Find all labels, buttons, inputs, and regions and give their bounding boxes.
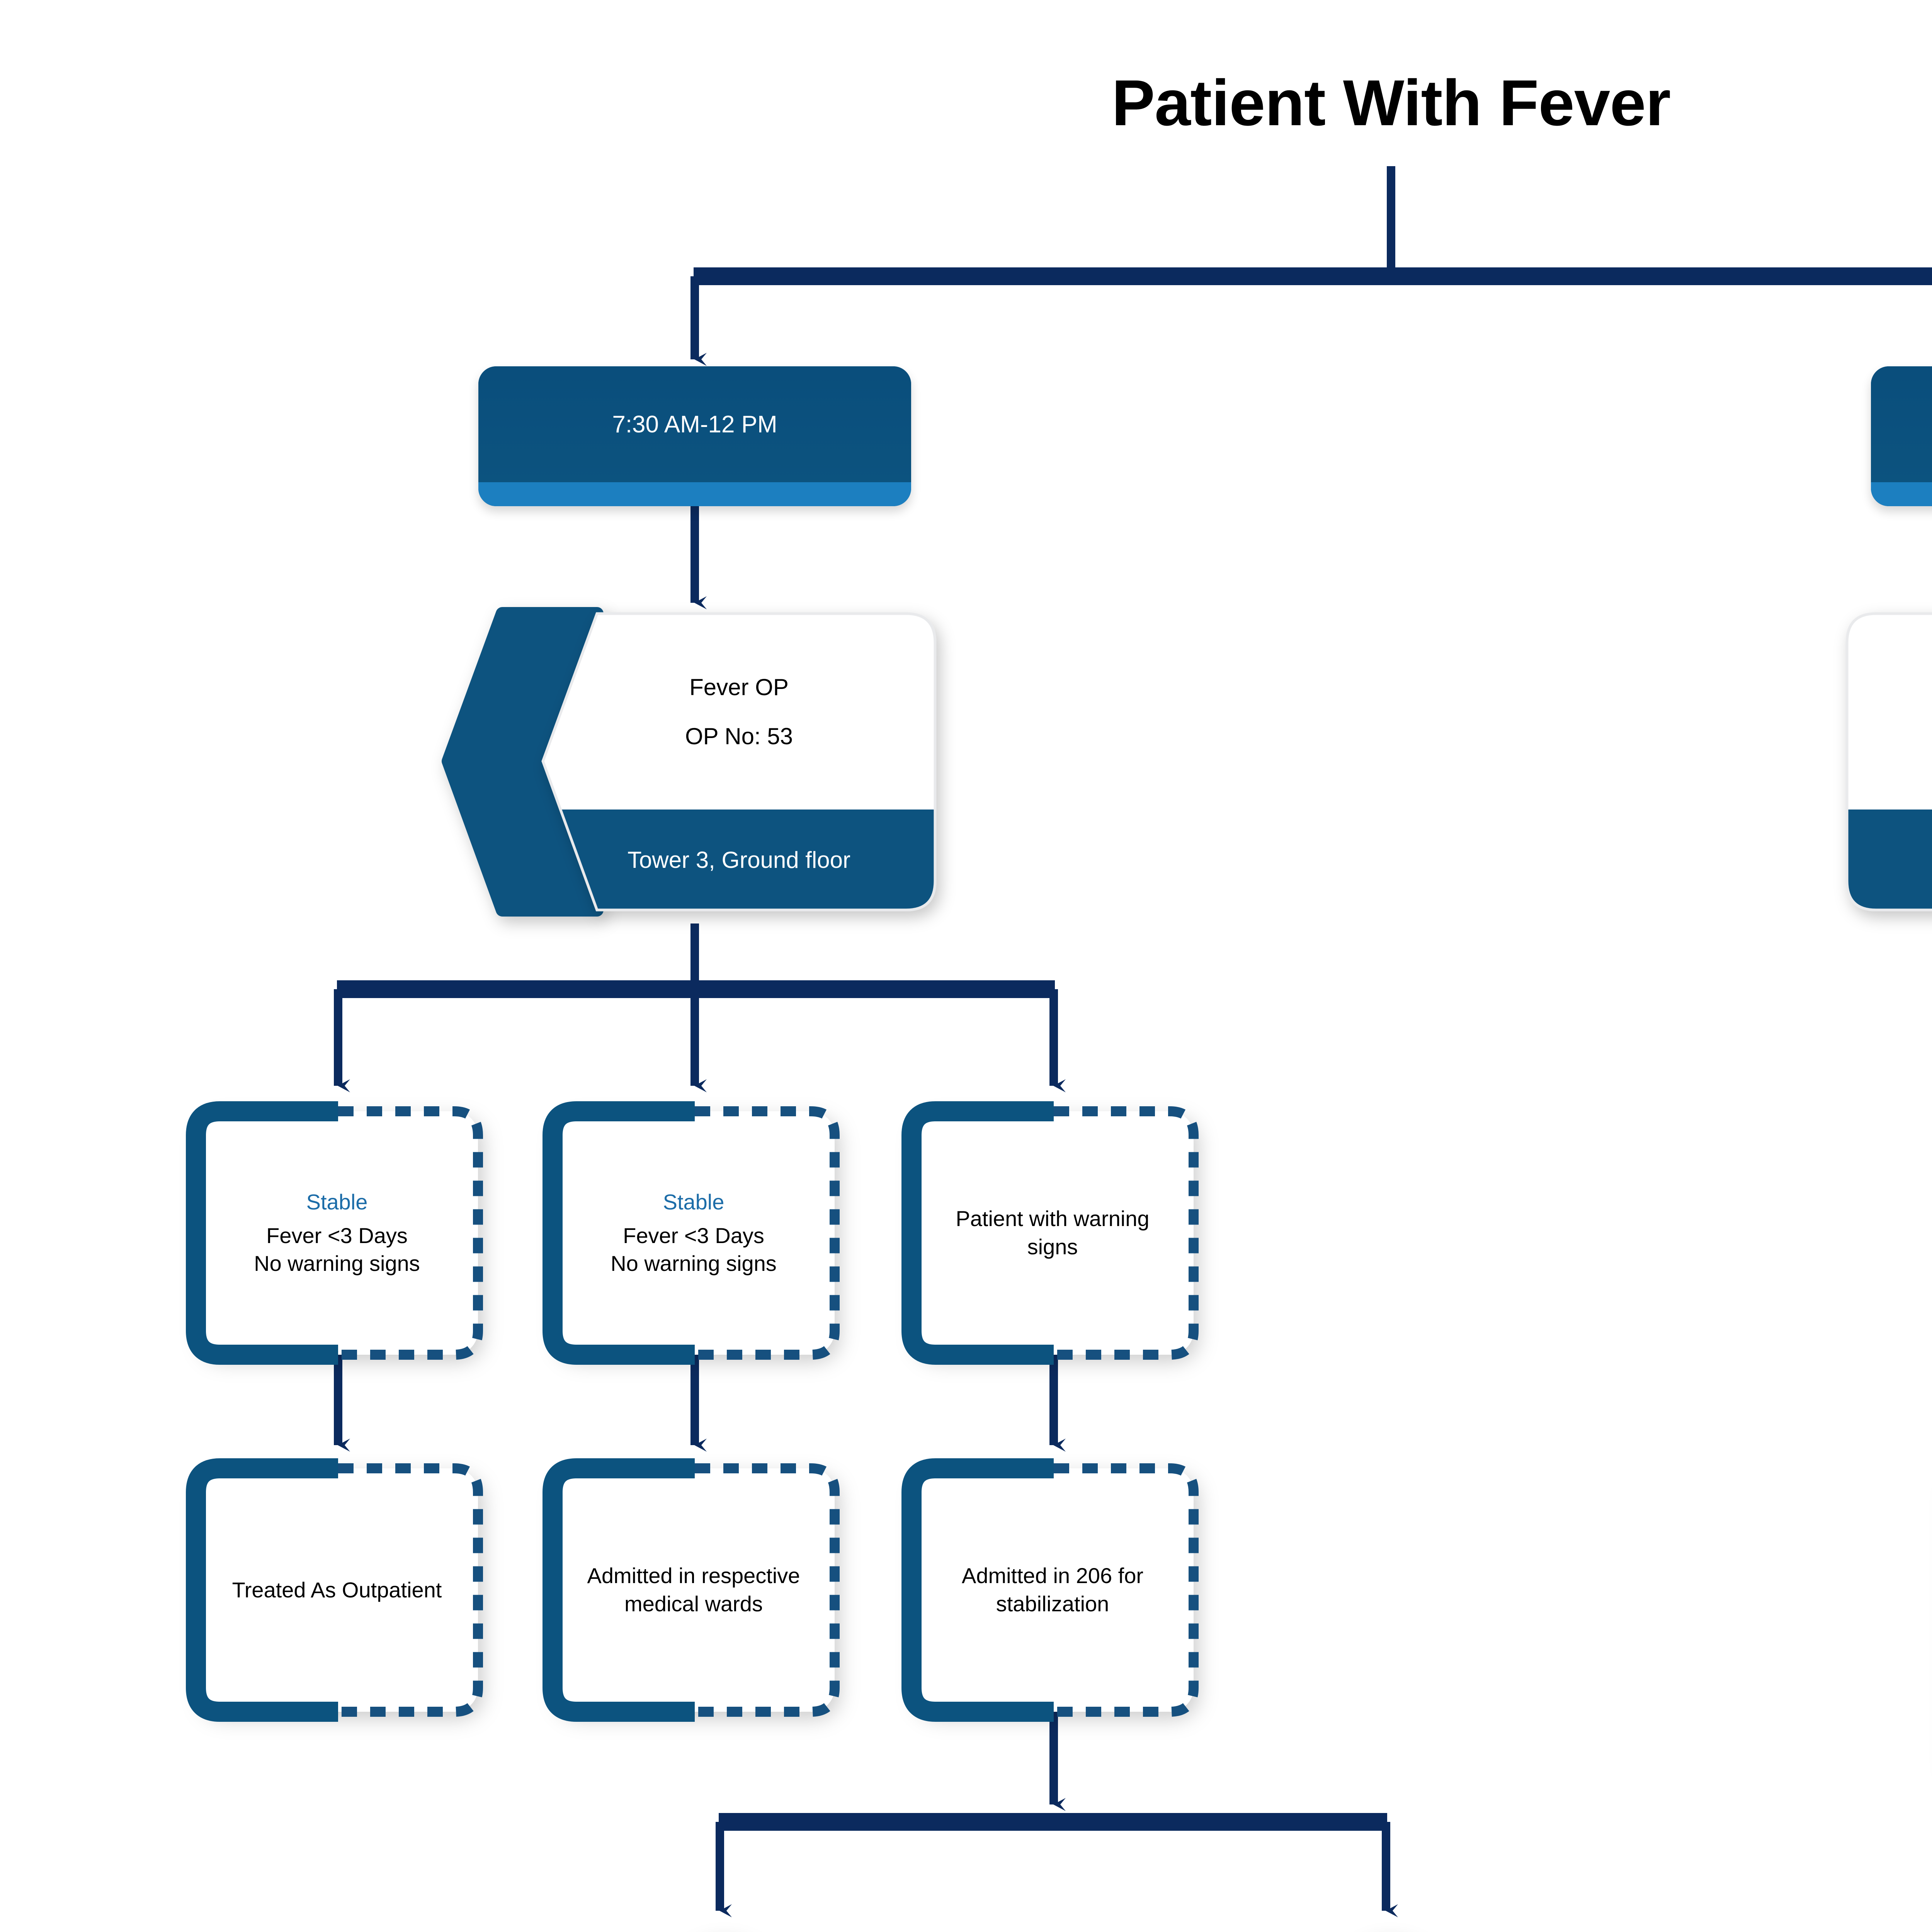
card-outcome-3[interactable]: Admitted in 206 for stabilization <box>912 1468 1194 1712</box>
time-box-morning-body: 7:30 AM-12 PM <box>478 366 911 482</box>
card-outcome-1[interactable]: Treated As Outpatient <box>196 1468 478 1712</box>
time-box-morning-label: 7:30 AM-12 PM <box>612 411 777 438</box>
time-box-afternoon-strip <box>1871 482 1932 506</box>
card-outcome-2-inner: Admitted in respective medical wards <box>563 1478 825 1702</box>
fever-op-upper: Fever OP OP No: 53 <box>543 614 935 810</box>
card-triage-3[interactable]: Patient with warning signs <box>912 1111 1194 1355</box>
fever-op-line1: Fever OP <box>689 674 789 700</box>
fever-op-line2: OP No: 53 <box>685 723 793 749</box>
node-fever-op[interactable]: Fever OP OP No: 53 Tower 3, Ground floor <box>543 614 935 910</box>
fever-op-footer: Tower 3, Ground floor <box>628 847 850 873</box>
card-outcome-3-inner: Admitted in 206 for stabilization <box>922 1478 1184 1702</box>
card-triage-3-body: Patient with warning signs <box>956 1206 1150 1259</box>
card-triage-2-highlight: Stable <box>663 1189 724 1214</box>
page-title: Patient With Fever <box>1111 66 1671 139</box>
card-outcome-1-text: Treated As Outpatient <box>232 1577 442 1602</box>
card-triage-3-inner: Patient with warning signs <box>922 1121 1184 1345</box>
card-outcome-1-inner: Treated As Outpatient <box>206 1478 468 1702</box>
node-ward[interactable]: Patient has to go to ward 202 (Causality… <box>1847 614 1932 910</box>
ward-upper: Patient has to go to ward <box>1847 614 1932 810</box>
time-box-afternoon[interactable]: After 12 PM <box>1871 366 1932 506</box>
card-triage-1-highlight: Stable <box>306 1189 368 1214</box>
fever-op-footer-wrap: Tower 3, Ground floor <box>543 810 935 910</box>
card-outcome-2[interactable]: Admitted in respective medical wards <box>553 1468 835 1712</box>
time-box-morning-strip <box>478 482 911 506</box>
card-triage-3-text: Patient with warning signs <box>932 1205 1173 1261</box>
time-box-afternoon-body: After 12 PM <box>1871 366 1932 482</box>
ward-footer-wrap: 202 (Causality) <box>1847 810 1932 910</box>
time-box-morning[interactable]: 7:30 AM-12 PM <box>478 366 911 506</box>
card-outcome-2-text: Admitted in respective medical wards <box>587 1563 800 1616</box>
card-outcome-3-text: Admitted in 206 for stabilization <box>961 1563 1144 1616</box>
